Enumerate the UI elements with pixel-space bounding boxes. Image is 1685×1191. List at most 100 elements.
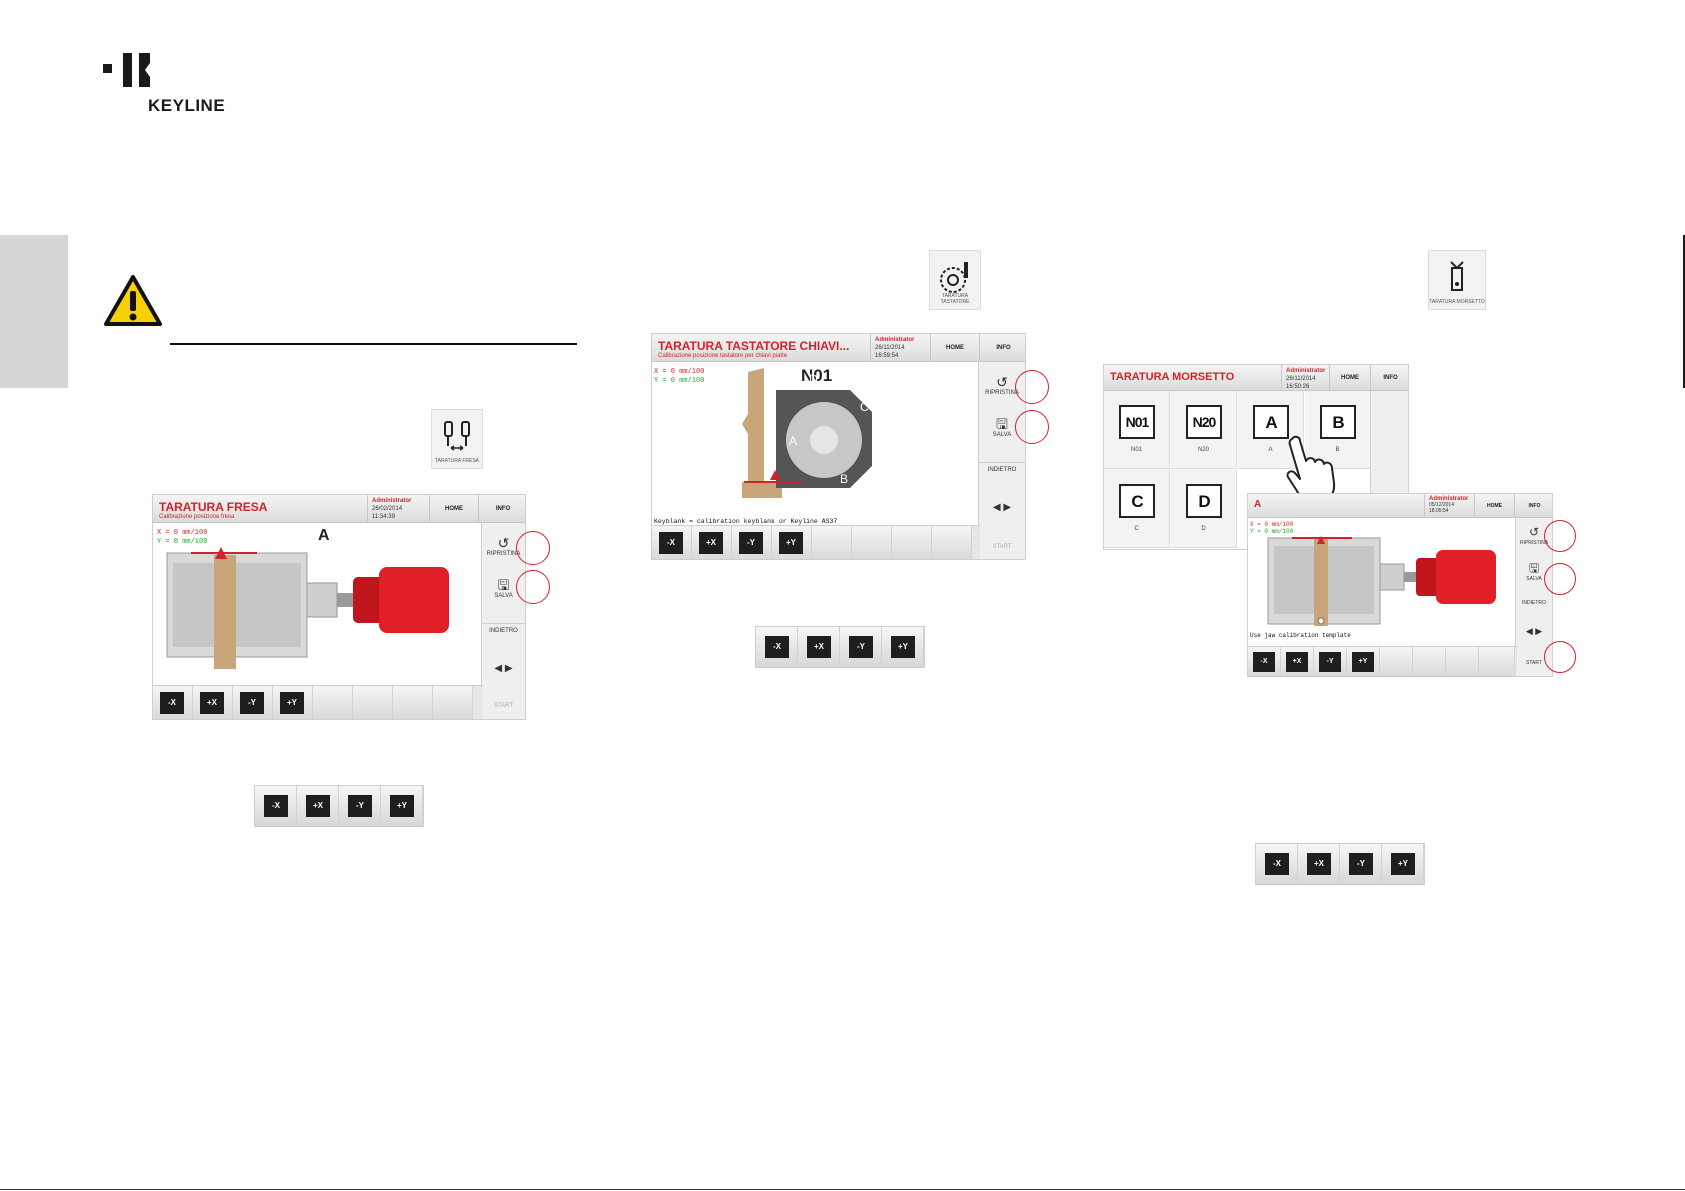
start-button[interactable]: START — [493, 703, 514, 709]
jog-strip-morsetto: -X +X -Y +Y — [1255, 843, 1425, 885]
tile-caption: TARATURA MORSETTO — [1429, 299, 1485, 305]
plus-y-button[interactable]: +Y — [280, 692, 304, 714]
screen-header: A Administrator 05/12/2014 18:05:54 HOME… — [1248, 494, 1552, 518]
indietro-button[interactable]: INDIETRO — [482, 623, 525, 634]
jog-footer: -X +X -Y +Y — [1248, 646, 1517, 676]
plus-y-button[interactable]: +Y — [1391, 853, 1415, 875]
y-readout: Y = 0 mm/100 — [654, 377, 705, 385]
jaw-tile-n20[interactable]: N20 N20 — [1171, 391, 1237, 469]
salva-button[interactable]: 🖫 SALVA — [979, 416, 1025, 438]
nav-arrows[interactable]: ◀ ▶ — [494, 663, 513, 674]
callout-circle-start — [1544, 641, 1576, 673]
plus-x-button[interactable]: +X — [306, 795, 330, 817]
info-button[interactable]: INFO — [1370, 365, 1408, 391]
user-name: Administrator — [875, 337, 915, 343]
date-text: 26/11/2014 — [1286, 376, 1316, 382]
minus-y-button[interactable]: -Y — [1319, 652, 1341, 672]
ripristina-label: RIPRISTINA — [486, 551, 521, 557]
side-label-d: D — [809, 372, 818, 386]
user-info: Administrator 26/11/2014 16:50:26 — [1281, 365, 1329, 391]
salva-label: SALVA — [992, 432, 1012, 438]
time-text: 16:50:26 — [1286, 384, 1310, 390]
user-info: Administrator 26/02/2014 11:34:39 — [367, 495, 429, 523]
plus-y-button[interactable]: +Y — [1352, 652, 1374, 672]
minus-x-button[interactable]: -X — [659, 532, 683, 554]
plus-y-button[interactable]: +Y — [891, 636, 915, 658]
side-label-b: B — [840, 472, 849, 486]
jaw-tile-d[interactable]: D D — [1171, 470, 1237, 548]
salva-button[interactable]: 🖫 SALVA — [482, 577, 525, 599]
start-button[interactable]: START — [992, 544, 1012, 550]
jaw-tile-c[interactable]: C C — [1104, 470, 1170, 548]
minus-x-button[interactable]: -X — [1265, 853, 1289, 875]
screen-subtitle: Calibrazione posizione tastatore per chi… — [658, 353, 788, 359]
jaw-label: N01 — [1130, 447, 1142, 453]
plus-y-button[interactable]: +Y — [779, 532, 803, 554]
plus-y-button[interactable]: +Y — [390, 795, 414, 817]
plus-x-button[interactable]: +X — [200, 692, 224, 714]
jaw-template-illustration — [1267, 536, 1496, 626]
screen-header: TARATURA TASTATORE CHIAVI... Calibrazion… — [652, 334, 1025, 362]
ripristina-button[interactable]: ↺ RIPRISTINA — [979, 374, 1025, 396]
plus-x-button[interactable]: +X — [699, 532, 723, 554]
jaw-calibration-icon — [1450, 261, 1464, 291]
info-button[interactable]: INFO — [1514, 494, 1552, 518]
user-name: Administrator — [372, 498, 412, 504]
warning-underline — [170, 343, 577, 345]
callout-circle-salva — [516, 570, 550, 604]
ripristina-button[interactable]: ↺ RIPRISTINA — [482, 535, 525, 557]
taratura-morsetto-tile[interactable]: TARATURA MORSETTO — [1428, 250, 1486, 310]
jog-footer: -X +X -Y +Y — [153, 685, 483, 719]
jaw-glyph: B — [1320, 405, 1356, 439]
minus-y-button[interactable]: -Y — [1349, 853, 1373, 875]
info-button[interactable]: INFO — [478, 495, 525, 523]
jaw-label: A — [318, 527, 330, 544]
salva-label: SALVA — [494, 593, 513, 599]
taratura-fresa-tile[interactable]: TARATURA FRESA — [431, 409, 483, 469]
salva-button[interactable]: 🖫 SALVA — [1516, 560, 1552, 582]
x-readout: X = 0 mm/100 — [1250, 521, 1294, 528]
indietro-button[interactable]: INDIETRO — [1522, 600, 1546, 606]
salva-label: SALVA — [1526, 576, 1542, 582]
home-button[interactable]: HOME — [429, 495, 478, 523]
nav-arrows[interactable]: ◀ ▶ — [992, 502, 1012, 513]
callout-circle-ripristina — [1544, 520, 1576, 552]
jaw-tile-b[interactable]: B B — [1305, 391, 1371, 469]
warning-icon — [104, 275, 162, 326]
start-button[interactable]: START — [1526, 660, 1542, 666]
minus-y-button[interactable]: -Y — [348, 795, 372, 817]
minus-x-button[interactable]: -X — [160, 692, 184, 714]
minus-y-button[interactable]: -Y — [240, 692, 264, 714]
home-button[interactable]: HOME — [1474, 494, 1514, 518]
save-icon: 🖫 — [1528, 561, 1540, 575]
ripristina-label: RIPRISTINA — [985, 390, 1019, 396]
jaw-label: C — [1134, 526, 1139, 532]
user-name: Administrator — [1429, 496, 1469, 502]
home-button[interactable]: HOME — [930, 334, 979, 362]
minus-x-button[interactable]: -X — [1253, 652, 1275, 672]
minus-y-button[interactable]: -Y — [849, 636, 873, 658]
plus-x-button[interactable]: +X — [807, 636, 831, 658]
plus-x-button[interactable]: +X — [1307, 853, 1331, 875]
keyline-logo-mark — [103, 53, 150, 87]
x-readout: X = 0 mm/100 — [157, 529, 208, 537]
calibration-note: Use jaw calibration template — [1250, 632, 1351, 639]
minus-x-button[interactable]: -X — [765, 636, 789, 658]
nav-arrows[interactable]: ◀ ▶ — [1525, 626, 1543, 636]
info-button[interactable]: INFO — [979, 334, 1025, 362]
jaw-glyph: D — [1186, 484, 1222, 518]
taratura-tastatore-tile[interactable]: TARATURA TASTATORE — [929, 250, 981, 310]
home-button[interactable]: HOME — [1329, 365, 1370, 391]
time-text: 11:34:39 — [372, 514, 395, 520]
plus-x-button[interactable]: +X — [1286, 652, 1308, 672]
screen-subtitle: Calibrazione posizione fresa — [159, 514, 235, 520]
ripristina-button[interactable]: ↺ RIPRISTINA — [1516, 524, 1552, 546]
time-text: 16:59:54 — [875, 353, 899, 359]
indietro-button[interactable]: INDIETRO — [979, 462, 1025, 473]
jaw-tile-n01[interactable]: N01 N01 — [1104, 391, 1170, 469]
minus-x-button[interactable]: -X — [264, 795, 288, 817]
jog-footer: -X +X -Y +Y — [652, 525, 980, 559]
jaw-label: N20 — [1197, 447, 1209, 453]
calibration-note: Keyblank = calibration keyblank or Keyli… — [654, 518, 838, 525]
minus-y-button[interactable]: -Y — [739, 532, 763, 554]
